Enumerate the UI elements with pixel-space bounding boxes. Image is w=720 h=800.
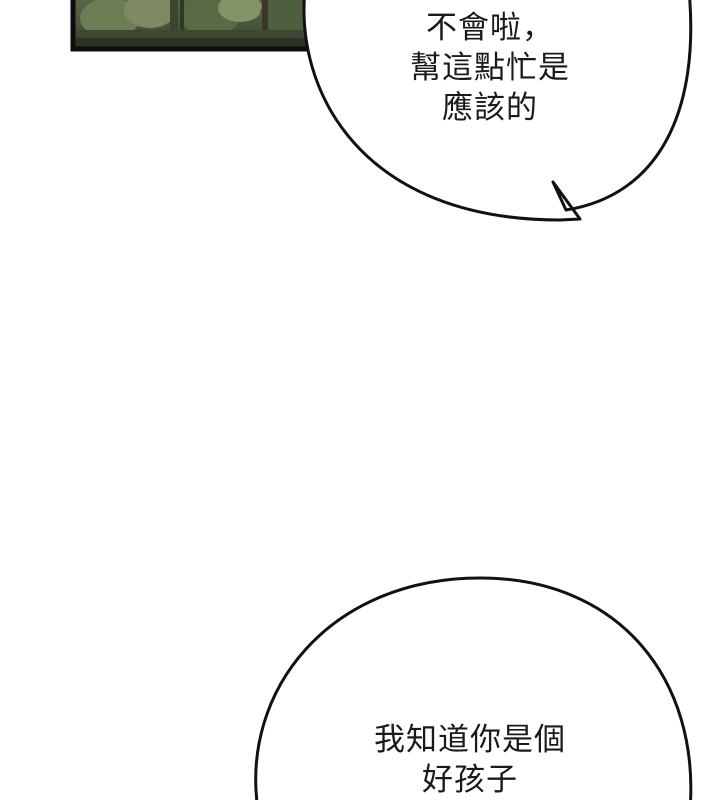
bubble-line: 幫這點忙是 [410, 50, 570, 86]
speech-bubble-bottom [254, 576, 693, 800]
speech-bubble-top-text: 不會啦， 幫這點忙是 應該的 [380, 8, 600, 128]
bubble-line: 好孩子 [422, 762, 518, 798]
speech-bubble-top [302, 0, 693, 222]
speech-bubble-bottom-text: 我知道你是個 好孩子 [340, 720, 600, 800]
bubble-line: 不會啦， [426, 10, 554, 46]
bubble-line: 我知道你是個 [374, 722, 566, 758]
bubble-line: 應該的 [442, 90, 538, 126]
